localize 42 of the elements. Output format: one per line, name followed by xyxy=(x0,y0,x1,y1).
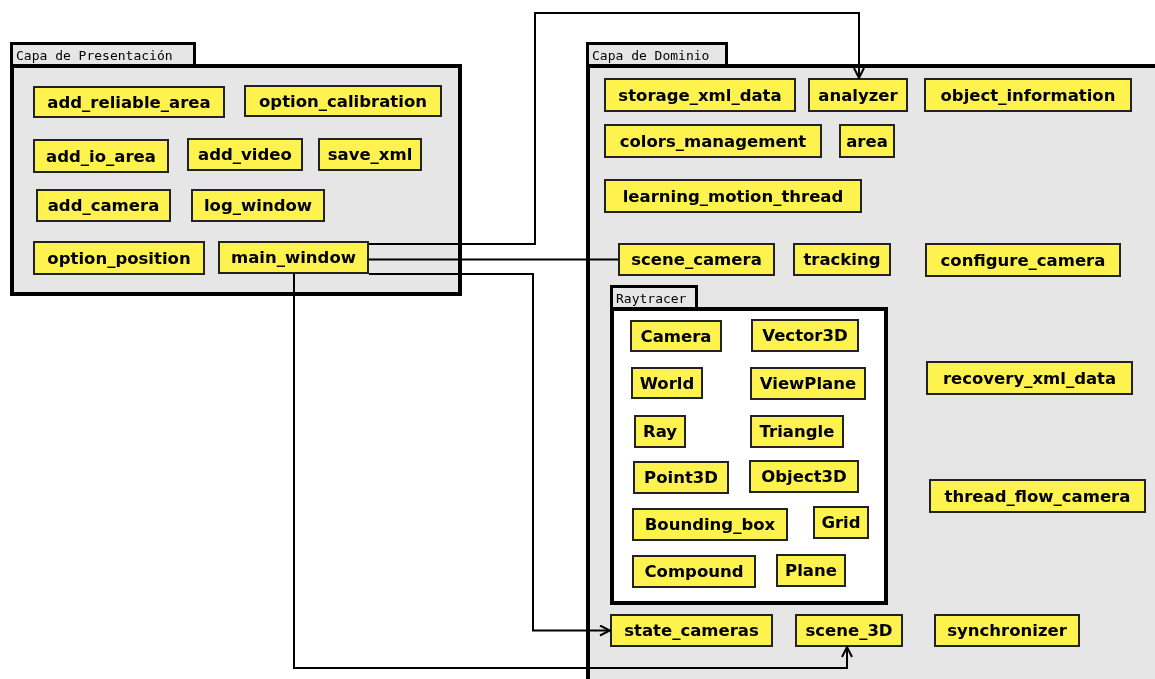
class-box: Point3D xyxy=(633,461,729,494)
class-box: add_io_area xyxy=(33,139,169,173)
class-box: learning_motion_thread xyxy=(604,179,862,213)
class-box: save_xml xyxy=(318,138,422,171)
package-tab-label: Raytracer xyxy=(610,285,698,307)
class-box: Triangle xyxy=(750,415,844,448)
class-box: option_calibration xyxy=(244,85,442,117)
class-box: Grid xyxy=(813,506,869,539)
class-box: World xyxy=(631,367,703,399)
class-box: Compound xyxy=(632,555,756,588)
class-box: ViewPlane xyxy=(750,367,866,400)
class-box: analyzer xyxy=(808,78,908,112)
class-box: add_reliable_area xyxy=(33,86,225,118)
class-box: main_window xyxy=(218,241,369,274)
class-box: Vector3D xyxy=(751,319,859,352)
class-box: scene_camera xyxy=(618,243,775,276)
package-tab-label: Capa de Presentación xyxy=(10,42,196,64)
class-box: colors_management xyxy=(604,124,822,158)
class-box: Plane xyxy=(776,554,846,587)
connector-line xyxy=(368,258,619,261)
class-box: synchronizer xyxy=(934,614,1080,647)
class-box: log_window xyxy=(191,189,325,222)
arrow xyxy=(293,273,853,669)
class-box: tracking xyxy=(793,243,891,276)
class-box: storage_xml_data xyxy=(604,78,796,112)
class-box: Camera xyxy=(630,320,722,352)
arrow xyxy=(368,273,611,637)
class-box: scene_3D xyxy=(795,614,903,647)
class-box: add_camera xyxy=(36,189,171,222)
class-box: area xyxy=(839,124,895,158)
class-box: thread_flow_camera xyxy=(929,479,1146,513)
arrow xyxy=(368,12,865,245)
class-box: Bounding_box xyxy=(632,508,788,541)
class-box: configure_camera xyxy=(925,243,1121,277)
class-box: Object3D xyxy=(749,460,859,493)
class-box: add_video xyxy=(187,138,303,171)
class-box: recovery_xml_data xyxy=(926,361,1133,395)
package-tab-label: Capa de Dominio xyxy=(586,42,728,64)
class-box: Ray xyxy=(634,415,686,448)
class-box: option_position xyxy=(33,241,205,275)
class-box: state_cameras xyxy=(610,614,773,647)
class-box: object_information xyxy=(924,78,1132,112)
